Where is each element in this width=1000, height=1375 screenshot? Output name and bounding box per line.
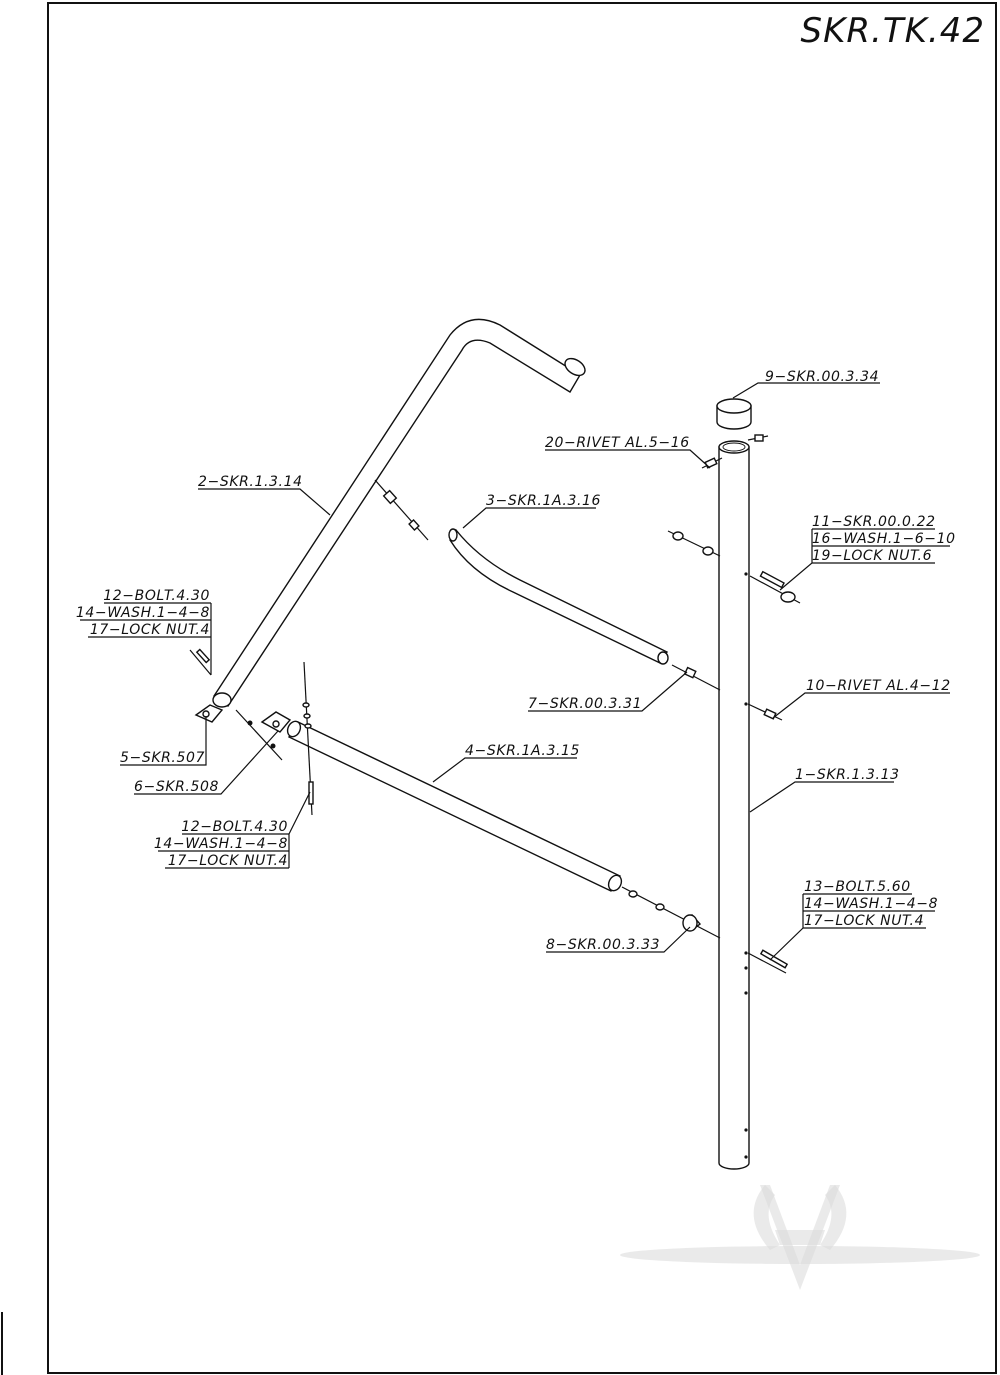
label-14-wash-right: 14−WASH.1−4−8 (804, 896, 938, 912)
callout-9: 9−SKR.00.3.34 (732, 369, 880, 399)
label-20-rivet: 20−RIVET AL.5−16 (545, 435, 690, 451)
callout-10: 10−RIVET AL.4−12 (772, 678, 951, 719)
callout-8: 8−SKR.00.3.33 (546, 926, 691, 953)
callout-group-12-14-17-lower: 12−BOLT.4.30 14−WASH.1−4−8 17−LOCK NUT.4 (154, 791, 311, 869)
eye-bolt-assembly (667, 530, 801, 604)
drawing-number: SKR.TK.42 (801, 11, 985, 51)
callout-20: 20−RIVET AL.5−16 (545, 435, 711, 469)
label-3-skr-1a-3-16: 3−SKR.1A.3.16 (486, 493, 601, 509)
label-13-bolt: 13−BOLT.5.60 (804, 879, 911, 895)
callout-1: 1−SKR.1.3.13 (749, 767, 900, 813)
label-7-skr-00-3-31: 7−SKR.00.3.31 (528, 696, 642, 712)
long-bolt-lower (747, 949, 789, 974)
upper-bent-tube (212, 318, 586, 708)
label-9-skr-00-3-34: 9−SKR.00.3.34 (765, 369, 879, 385)
label-16-wash: 16−WASH.1−6−10 (812, 531, 956, 547)
label-17-lock-nut-lower: 17−LOCK NUT.4 (168, 853, 288, 869)
callout-2: 2−SKR.1.3.14 (198, 474, 331, 516)
label-4-skr-1a-3-15: 4−SKR.1A.3.15 (465, 743, 580, 759)
diagonal-strut-tube (448, 528, 669, 665)
callout-group-12-14-17-upper: 12−BOLT.4.30 14−WASH.1−4−8 17−LOCK NUT.4 (76, 588, 212, 675)
label-5-skr-507: 5−SKR.507 (120, 750, 205, 766)
label-6-skr-508: 6−SKR.508 (134, 779, 219, 795)
lower-tube-fitting (682, 914, 702, 932)
bolt-stack-lower-left (302, 661, 314, 816)
callout-group-13-14-17: 13−BOLT.5.60 14−WASH.1−4−8 17−LOCK NUT.4 (769, 879, 938, 961)
main-vertical-tube (718, 440, 750, 1170)
label-10-rivet: 10−RIVET AL.4−12 (806, 678, 951, 694)
callout-3: 3−SKR.1A.3.16 (462, 493, 601, 529)
label-12-bolt-upper: 12−BOLT.4.30 (103, 588, 210, 604)
label-8-skr-00-3-33: 8−SKR.00.3.33 (546, 937, 660, 953)
label-1-skr-1-3-13: 1−SKR.1.3.13 (795, 767, 900, 783)
callout-5: 5−SKR.507 (120, 716, 207, 766)
callout-7: 7−SKR.00.3.31 (528, 671, 688, 712)
top-cap (716, 398, 752, 430)
callout-4: 4−SKR.1A.3.15 (432, 743, 580, 783)
lower-diagonal-tube (286, 720, 721, 939)
label-19-lock-nut: 19−LOCK NUT.6 (812, 548, 932, 564)
sheet-border (47, 2, 997, 1374)
label-2-skr-1-3-14: 2−SKR.1.3.14 (198, 474, 303, 490)
label-17-lock-nut-upper: 17−LOCK NUT.4 (90, 622, 210, 638)
label-14-wash-upper: 14−WASH.1−4−8 (76, 605, 210, 621)
callout-group-11-16-19: 11−SKR.00.0.22 16−WASH.1−6−10 19−LOCK NU… (779, 514, 956, 591)
label-14-wash-lower: 14−WASH.1−4−8 (154, 836, 288, 852)
strut-end-fitting (671, 664, 721, 691)
bracket-5 (189, 648, 224, 723)
watermark-logo (620, 1185, 980, 1290)
bracket-6 (235, 709, 292, 761)
label-17-lock-nut-right: 17−LOCK NUT.4 (804, 913, 924, 929)
label-12-bolt-lower: 12−BOLT.4.30 (181, 819, 288, 835)
label-11-skr-00-0-22: 11−SKR.00.0.22 (812, 514, 936, 530)
rivet-mid (747, 703, 783, 721)
callout-6: 6−SKR.508 (134, 730, 279, 795)
